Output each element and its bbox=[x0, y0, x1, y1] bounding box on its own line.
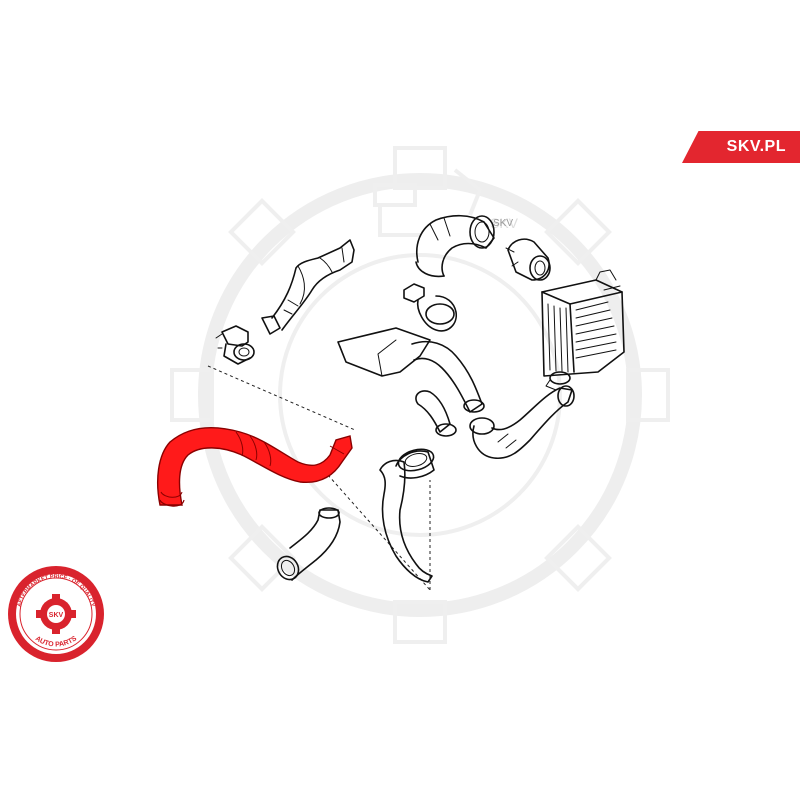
intake-pipe-metal bbox=[261, 239, 355, 335]
throttle-body bbox=[215, 325, 255, 365]
skv-auto-parts-badge: AFTERMARKET PRICE · OE QUALITY AUTO PART… bbox=[8, 566, 104, 662]
hose-right bbox=[469, 385, 575, 460]
watermark-text: SKV bbox=[490, 215, 519, 231]
brand-site-label: SKV.PL bbox=[682, 131, 800, 163]
badge-gear-icon bbox=[36, 594, 76, 634]
intercooler bbox=[541, 269, 625, 391]
assembly-guide-lines bbox=[207, 365, 431, 591]
watermark-gear-icon: SKV bbox=[170, 146, 670, 644]
top-intake-elbow bbox=[403, 214, 495, 332]
air-duct bbox=[337, 327, 485, 413]
hose-center-small bbox=[415, 390, 457, 437]
intercooler-connector bbox=[505, 238, 551, 281]
elbow-hose-small bbox=[276, 507, 341, 581]
intercooler-hose-highlighted bbox=[157, 426, 353, 507]
long-pipe-bottom bbox=[379, 448, 435, 583]
badge-center-text: SKV bbox=[49, 612, 64, 619]
part-tag: SKV bbox=[493, 218, 513, 229]
